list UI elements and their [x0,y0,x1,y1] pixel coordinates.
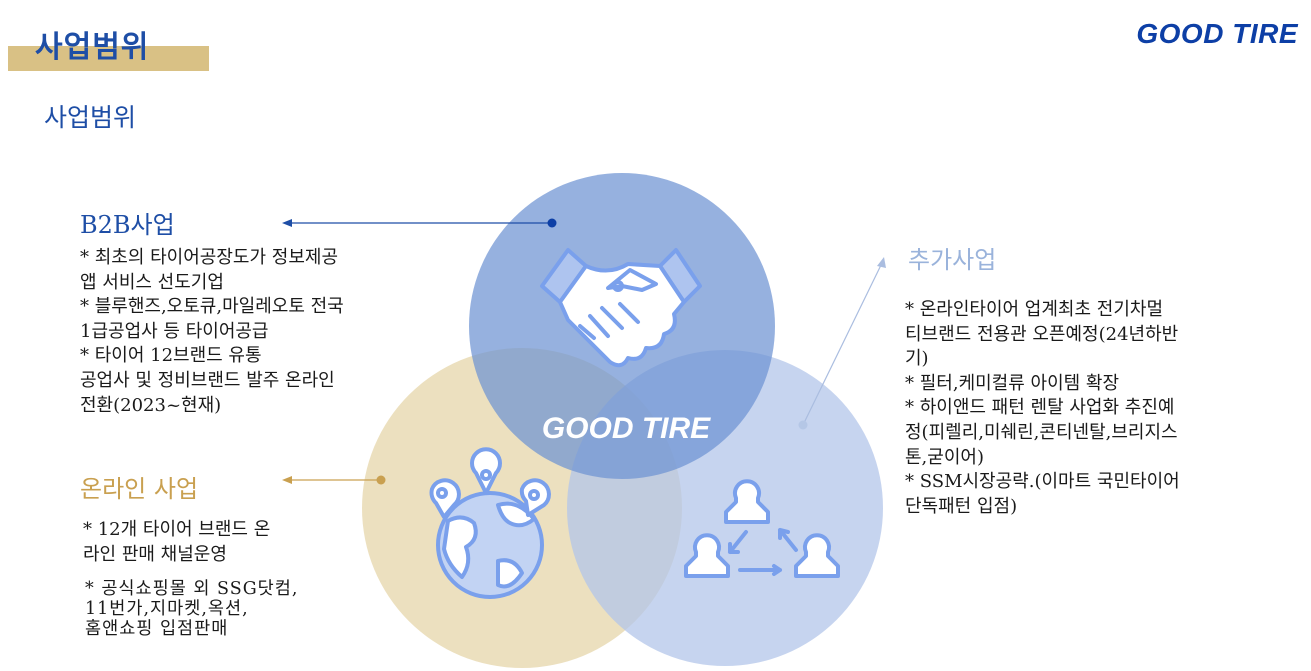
extra-heading: 추가사업 [908,246,997,274]
b2b-connector [282,218,557,228]
page-subtitle: 사업범위 [44,103,137,132]
page-title: 사업범위 [35,30,150,65]
title-accent-bar [8,46,209,71]
brand-logo: GOOD TIRE [1136,18,1298,49]
handshake-icon [540,248,702,368]
extra-connector [798,257,886,430]
center-brand-label: GOOD TIRE [542,412,711,445]
online-heading: 온라인 사업 [80,475,199,503]
person-left-icon [684,533,730,578]
people-network-icon [684,479,840,578]
online-description: * 12개 타이어 브랜드 온 라인 판매 채널운영 [83,519,271,565]
online-channels: * 공식쇼핑몰 외 SSG닷컴, 11번가,지마켓,옥션, 홈앤쇼핑 입점판매 [85,579,299,639]
b2b-heading: B2B사업 [80,211,175,239]
person-top-icon [724,479,770,524]
extra-description: * 온라인타이어 업계최초 전기차멀 티브랜드 전용관 오픈예정(24년하반 기… [905,299,1180,517]
globe-pins-icon [429,447,551,599]
b2b-description: * 최초의 타이어공장도가 정보제공 앱 서비스 선도기업 * 블루핸즈,오토큐… [80,247,344,416]
person-right-icon [794,533,840,578]
online-connector [282,475,386,485]
